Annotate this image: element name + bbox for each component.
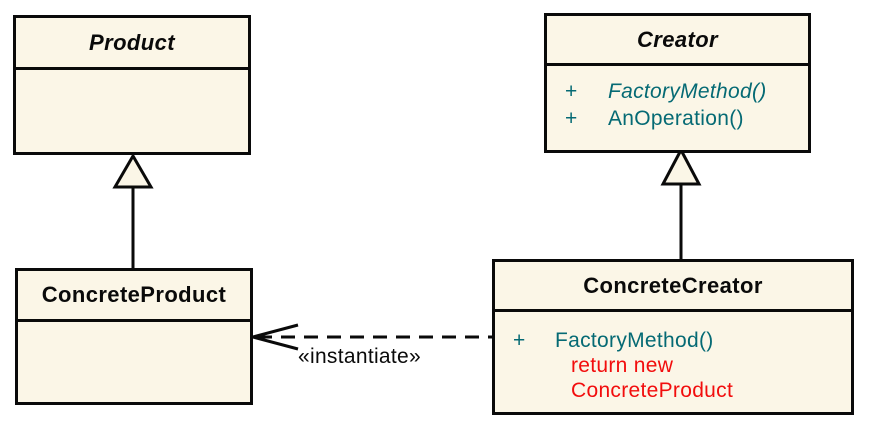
class-box-concrete-creator[interactable]: ConcreteCreator + FactoryMethod() return… [492,259,854,415]
method-factorymethod: + FactoryMethod() [513,328,851,353]
class-body-creator: + FactoryMethod() + AnOperation() [547,66,808,132]
generalization-arrow-creator[interactable] [660,146,702,259]
method-anoperation: + AnOperation() [565,105,808,132]
generalization-arrow-product[interactable] [112,153,154,268]
method-name: FactoryMethod() [555,329,714,352]
instantiate-dependency-arrow[interactable] [247,323,492,351]
method-factorymethod: + FactoryMethod() [565,78,808,105]
visibility-symbol: + [565,80,578,103]
class-body-concrete-creator: + FactoryMethod() return new ConcretePro… [495,312,851,403]
class-box-product[interactable]: Product [13,15,251,155]
visibility-symbol: + [513,329,526,352]
class-box-creator[interactable]: Creator + FactoryMethod() + AnOperation(… [544,13,811,153]
hollow-triangle-arrowhead [660,146,702,186]
class-title-creator: Creator [547,16,808,66]
code-note-line: ConcreteProduct [571,379,734,402]
class-title-concrete-creator: ConcreteCreator [495,262,851,312]
visibility-symbol: + [565,107,578,130]
open-arrowhead [247,323,299,351]
hollow-triangle-arrowhead [112,153,154,189]
class-title-product: Product [16,18,248,70]
code-note-line: return new [571,354,674,377]
class-box-concrete-product[interactable]: ConcreteProduct [15,268,253,405]
instantiate-stereotype-label: «instantiate» [298,345,421,368]
method-name: FactoryMethod() [608,80,767,103]
class-title-concrete-product: ConcreteProduct [18,271,250,322]
method-name: AnOperation() [608,107,744,130]
